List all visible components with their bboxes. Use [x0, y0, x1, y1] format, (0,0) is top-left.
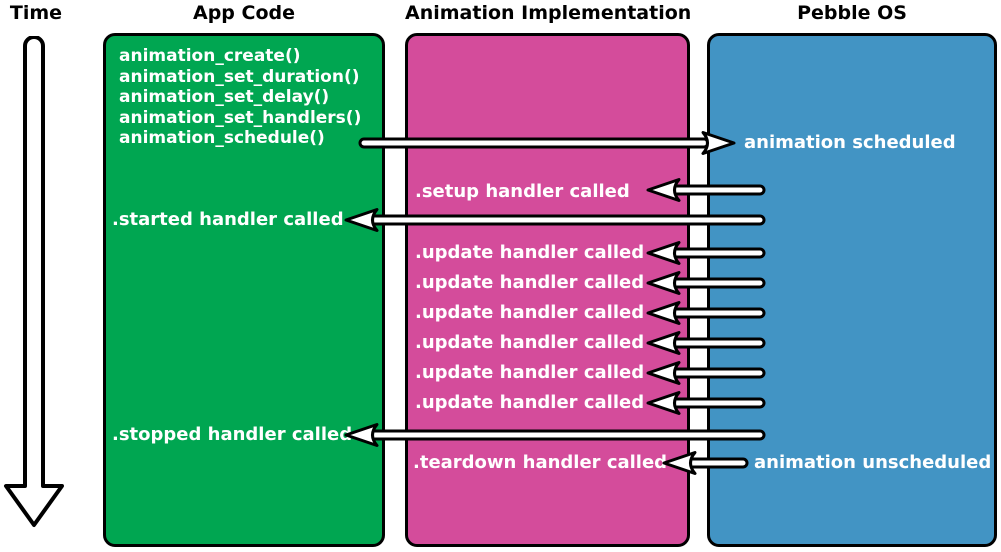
app-code-box [103, 33, 385, 547]
arrow-left-icon [344, 423, 766, 447]
arrow-left-icon [646, 178, 766, 202]
update-handler-label: .update handler called [415, 332, 645, 353]
arrow-left-icon [344, 208, 766, 232]
function-call: animation_set_handlers() [119, 107, 362, 128]
arrow-right-icon [358, 131, 736, 155]
time-arrow-down-icon [4, 36, 64, 527]
update-handler-label: .update handler called [415, 242, 645, 263]
app-code-header: App Code [192, 2, 295, 24]
pebble-os-box [707, 33, 997, 547]
teardown-handler-label: .teardown handler called [413, 452, 668, 473]
animation-implementation-box [405, 33, 690, 547]
function-call: animation_create() [119, 46, 301, 66]
animation-implementation-header: Animation Implementation [405, 2, 692, 24]
stopped-handler-label: .stopped handler called [112, 424, 353, 445]
pebble-os-header: Pebble OS [797, 2, 907, 24]
setup-handler-label: .setup handler called [415, 181, 630, 202]
arrow-left-icon [646, 331, 766, 355]
animation-unscheduled-label: animation unscheduled [754, 452, 992, 473]
app-code-function-list: animation_create() animation_set_duratio… [119, 46, 361, 149]
arrow-left-icon [646, 271, 766, 295]
started-handler-label: .started handler called [112, 209, 344, 230]
update-handler-label: .update handler called [415, 392, 645, 413]
function-call: animation_schedule() [119, 128, 325, 148]
arrow-left-icon [646, 361, 766, 385]
time-axis-label: Time [9, 2, 63, 24]
update-handler-label: .update handler called [415, 272, 645, 293]
update-handler-label: .update handler called [415, 302, 645, 323]
arrow-left-icon [646, 301, 766, 325]
animation-scheduled-label: animation scheduled [744, 132, 956, 153]
arrow-left-icon [662, 451, 749, 475]
function-call: animation_set_duration() [119, 66, 360, 87]
arrow-left-icon [646, 391, 766, 415]
update-handler-label: .update handler called [415, 362, 645, 383]
arrow-left-icon [646, 241, 766, 265]
function-call: animation_set_delay() [119, 87, 330, 107]
